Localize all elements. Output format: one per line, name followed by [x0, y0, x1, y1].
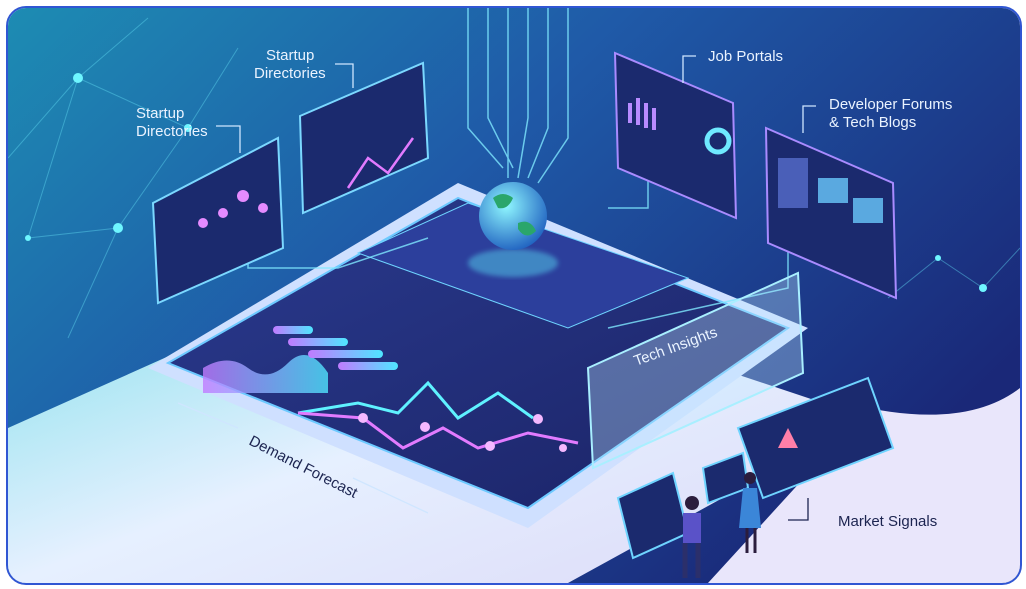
area-chart	[203, 355, 328, 393]
tech-insights-panel	[586, 271, 805, 470]
warning-icon	[778, 428, 798, 448]
right-floor	[708, 388, 1020, 583]
label-job-portals: Job Portals	[708, 48, 783, 65]
illustration-frame: Startup Directories Startup Directories …	[6, 6, 1022, 585]
screen-startup-top	[298, 61, 430, 215]
people	[682, 472, 761, 578]
bar-chart-icon	[628, 98, 656, 130]
screen-startup-left	[151, 136, 285, 305]
screen-job-portals	[613, 51, 738, 220]
label-startup-directories-left-2: Directories	[136, 123, 208, 140]
label-developer-forums-2: & Tech Blogs	[829, 114, 916, 131]
line-chart-icon	[297, 380, 579, 452]
globe-icon	[479, 182, 547, 250]
bar-chart-icon	[273, 326, 398, 370]
network-nodes	[25, 73, 987, 292]
label-startup-directories-top-2: Directories	[254, 65, 326, 82]
donut-chart-icon	[704, 127, 732, 155]
label-market-signals: Market Signals	[838, 513, 937, 530]
label-startup-directories-left-1: Startup	[136, 105, 184, 122]
tech-data-illustration: Startup Directories Startup Directories …	[8, 8, 1020, 583]
screen-market-signals	[616, 376, 895, 560]
label-startup-directories-top-1: Startup	[266, 47, 314, 64]
screen-developer-forums	[764, 126, 898, 300]
label-developer-forums-1: Developer Forums	[829, 96, 952, 113]
leader-lines	[177, 55, 816, 514]
